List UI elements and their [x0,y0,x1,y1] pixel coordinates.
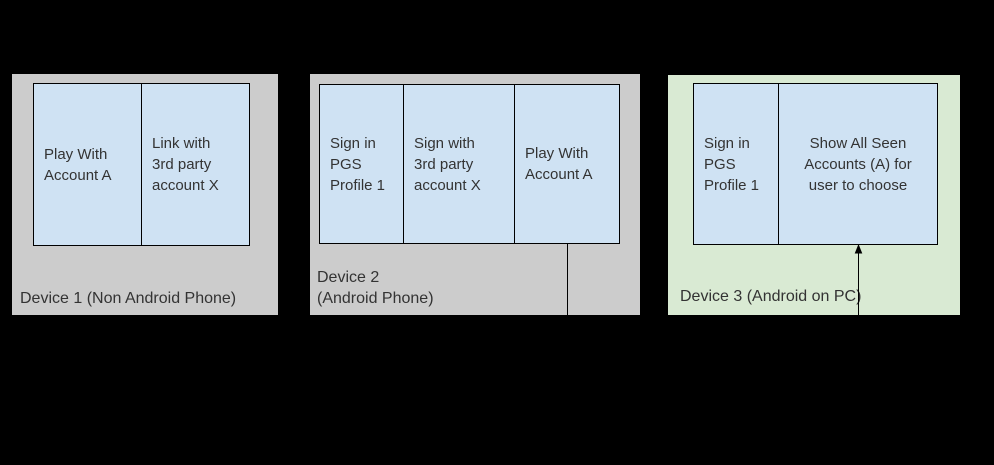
device1-step-link-3rd-party-account-x: Link with 3rd party account X [142,83,250,246]
step-text-line: Sign in [330,134,376,152]
step-text-line: PGS [330,155,362,173]
device3-step-sign-in-pgs-profile-1: Sign in PGS Profile 1 [693,83,779,245]
step-text-line: Link with [152,135,211,152]
step-text-line: Play With [525,145,589,162]
device-label-line: Device 2 [317,269,380,286]
step-text-line: Sign in [704,134,750,152]
device-2-group: Sign in PGS Profile 1 Sign with 3rd part… [310,74,640,315]
device-1-label: Device 1 (Non Android Phone) [20,288,236,309]
step-text-line: PGS [704,155,736,173]
device-3-group: Sign in PGS Profile 1 Show All Seen Acco… [668,75,960,315]
device-3-steps: Sign in PGS Profile 1 Show All Seen Acco… [693,83,938,245]
device-label-line: (Android Phone) [317,290,434,307]
step-text-line: account X [414,176,481,194]
device-1-steps: Play With Account A Link with 3rd party … [33,83,250,246]
step-text-line: 3rd party [414,155,474,173]
step-text-line: Profile 1 [330,176,386,194]
device1-step-play-with-account-a: Play With Account A [33,83,142,246]
step-text-line: Sign with [414,134,475,152]
device-label-line: Device 3 (Android on PC) [680,288,862,305]
device2-step-play-with-account-a: Play With Account A [515,84,620,244]
step-text-line: user to choose [808,176,908,194]
step-text-line: Account A [525,166,593,183]
device-1-group: Play With Account A Link with 3rd party … [12,74,278,315]
device-2-label: Device 2 (Android Phone) [317,267,434,309]
step-text-line: 3rd party [152,156,212,173]
step-text-line: account X [152,177,219,194]
device3-step-show-all-seen-accounts: Show All Seen Accounts (A) for user to c… [779,83,938,245]
device-3-label: Device 3 (Android on PC) [680,286,861,307]
device2-step-sign-with-3rd-party-account-x: Sign with 3rd party account X [404,84,515,244]
step-text-line: Accounts (A) for [804,155,912,173]
device-2-steps: Sign in PGS Profile 1 Sign with 3rd part… [319,84,620,244]
device-label-line: Device 1 (Non Android Phone) [20,290,237,307]
step-text-line: Play With [44,145,108,163]
step-text-line: Account A [44,166,112,184]
step-text-line: Profile 1 [704,176,760,194]
step-text-line: Show All Seen [809,134,907,152]
device2-step-sign-in-pgs-profile-1: Sign in PGS Profile 1 [319,84,404,244]
